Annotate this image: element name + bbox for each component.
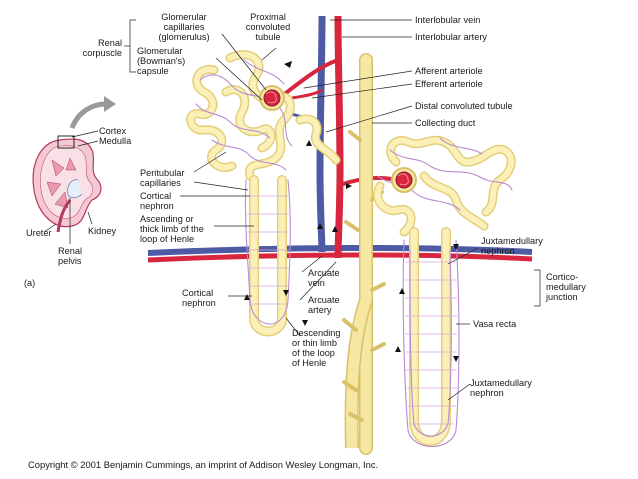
renal-pelvis-shape bbox=[67, 179, 83, 199]
label-renal-corpuscle-1: Renal bbox=[98, 38, 122, 48]
kidney-highlight-box bbox=[57, 135, 75, 149]
label-cortex: Cortex bbox=[99, 126, 126, 136]
kidney-zoom-arrow bbox=[69, 101, 107, 130]
label-cortical-nephron-b2: nephron bbox=[182, 298, 216, 308]
label-collecting-duct: Collecting duct bbox=[415, 118, 476, 128]
arcuate-artery bbox=[147, 252, 533, 263]
label-cortico-2: medullary bbox=[546, 282, 586, 292]
label-arcuate-vein-2: vein bbox=[308, 278, 325, 288]
flow-arrows bbox=[244, 61, 459, 362]
label-kidney: Kidney bbox=[88, 226, 116, 236]
copyright-notice: Copyright © 2001 Benjamin Cummings, an i… bbox=[28, 459, 379, 470]
label-glom-capsule-1: Glomerular bbox=[137, 46, 182, 56]
label-afferent: Afferent arteriole bbox=[415, 66, 483, 76]
label-peritubular-2: capillaries bbox=[140, 178, 181, 188]
label-arcuate-artery-2: artery bbox=[308, 305, 332, 315]
label-interlobular-artery: Interlobular artery bbox=[415, 32, 487, 42]
interlobular-vessels bbox=[280, 15, 397, 259]
label-descending-1: Descending bbox=[292, 328, 341, 338]
kidney-pyramids bbox=[46, 157, 77, 209]
label-ureter: Ureter bbox=[26, 228, 52, 238]
label-juxta-b1: Juxtamedullary bbox=[470, 378, 532, 388]
label-descending-2: or thin limb bbox=[292, 338, 337, 348]
label-cortico-3: junction bbox=[545, 292, 578, 302]
label-cortico-1: Cortico- bbox=[546, 272, 578, 282]
label-glom-cap-2: capillaries bbox=[164, 22, 205, 32]
label-cortical-nephron-2: nephron bbox=[140, 201, 174, 211]
figure-label: (a) bbox=[24, 278, 35, 288]
juxtamedullary-nephron bbox=[373, 135, 516, 448]
labels: Renal corpuscle Glomerular capillaries (… bbox=[83, 12, 587, 398]
label-dct: Distal convoluted tubule bbox=[415, 101, 513, 111]
label-glom-capsule-3: capsule bbox=[137, 66, 169, 76]
label-efferent: Efferent arteriole bbox=[415, 79, 483, 89]
label-cortical-nephron-b1: Cortical bbox=[182, 288, 213, 298]
leader-kidney bbox=[87, 211, 93, 225]
leader-medulla bbox=[77, 140, 99, 147]
label-ascending-2: thick limb of the bbox=[140, 224, 204, 234]
ureter-shape bbox=[56, 199, 72, 233]
label-glom-cap-3: (glomerulus) bbox=[158, 32, 209, 42]
label-descending-4: of Henle bbox=[292, 358, 326, 368]
arcuate-vein bbox=[147, 244, 533, 256]
label-arcuate-vein-1: Arcuate bbox=[308, 268, 340, 278]
label-pct-3: tubule bbox=[255, 32, 280, 42]
label-ascending-3: loop of Henle bbox=[140, 234, 194, 244]
arcuate-vessels bbox=[147, 244, 533, 263]
leader-lines bbox=[124, 19, 541, 401]
label-glom-cap-1: Glomerular bbox=[161, 12, 206, 22]
label-juxta-1: Juxtamedullary bbox=[481, 236, 543, 246]
collecting-duct bbox=[342, 53, 386, 455]
interlobular-vein bbox=[316, 15, 326, 253]
label-medulla: Medulla bbox=[99, 136, 132, 146]
cortical-peritubular-capillaries bbox=[195, 59, 293, 325]
leader-ureter bbox=[43, 223, 57, 233]
label-peritubular-1: Peritubular bbox=[140, 168, 184, 178]
label-glom-capsule-2: (Bowman's) bbox=[137, 56, 185, 66]
kidney-inset: Cortex Medulla Ureter Kidney Renal pelvi… bbox=[24, 96, 132, 288]
label-pct-2: convoluted bbox=[246, 22, 290, 32]
label-renal-pelvis-1: Renal bbox=[58, 246, 82, 256]
vasa-recta bbox=[402, 239, 460, 448]
cortical-nephron bbox=[186, 50, 341, 337]
label-pct-1: Proximal bbox=[250, 12, 286, 22]
label-juxta-b2: nephron bbox=[470, 388, 504, 398]
label-cortical-nephron-1: Cortical bbox=[140, 191, 171, 201]
label-renal-pelvis-2: pelvis bbox=[58, 256, 82, 266]
leader-cortex bbox=[71, 130, 99, 138]
label-arcuate-artery-1: Arcuate bbox=[308, 295, 340, 305]
label-renal-corpuscle-2: corpuscle bbox=[83, 48, 122, 58]
label-juxta-2: nephron bbox=[481, 246, 515, 256]
juxtamedullary-capillaries bbox=[377, 137, 513, 211]
label-descending-3: of the loop bbox=[292, 348, 335, 358]
label-vasa-recta: Vasa recta bbox=[473, 319, 517, 329]
label-ascending-1: Ascending or bbox=[140, 214, 194, 224]
label-interlobular-vein: Interlobular vein bbox=[415, 15, 480, 25]
interlobular-artery bbox=[334, 15, 344, 259]
